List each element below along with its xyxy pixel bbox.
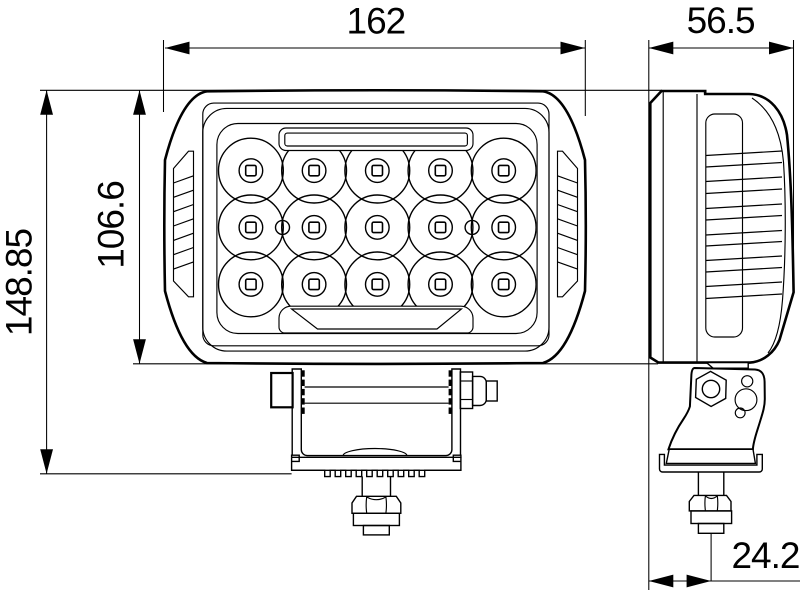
svg-text:24.2: 24.2 (731, 535, 799, 576)
svg-text:106.6: 106.6 (90, 181, 131, 269)
svg-text:162: 162 (347, 1, 406, 42)
svg-text:148.85: 148.85 (0, 228, 39, 336)
svg-text:56.5: 56.5 (687, 0, 755, 41)
